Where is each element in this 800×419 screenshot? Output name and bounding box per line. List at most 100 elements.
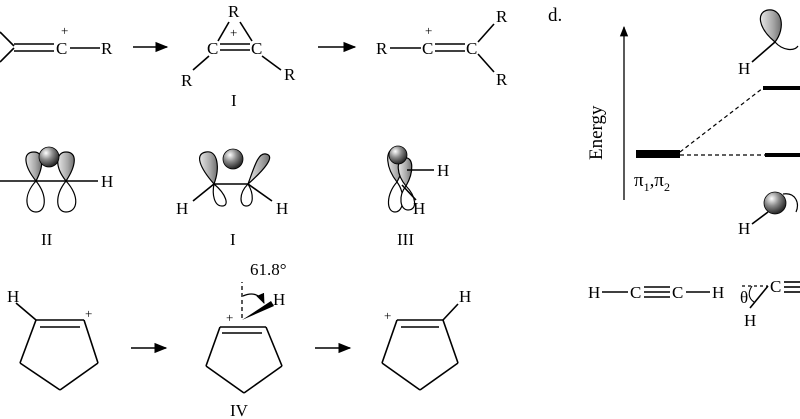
plus-charge: +: [425, 23, 432, 38]
p-orbital-lobe: [57, 151, 75, 183]
atom-r: R: [376, 39, 388, 58]
p-orbital-lobe: [57, 180, 77, 213]
bond: [381, 362, 421, 391]
bond: [419, 362, 459, 391]
atom-h: H: [738, 219, 750, 238]
atom-h: H: [738, 59, 750, 78]
atom-c: C: [56, 39, 67, 58]
cyclopentenyl-cation-iv: 61.8° H + IV: [205, 260, 287, 419]
bond: [239, 21, 253, 42]
bond: [442, 319, 459, 364]
p-orbital-lobe: [247, 153, 271, 185]
bond: [261, 55, 282, 71]
bond: [749, 285, 769, 309]
plus-charge: +: [230, 25, 237, 40]
panel-d-energy-diagram: d. Energy π1,π2 H H H C C H θ: [548, 5, 800, 330]
plus-charge: +: [61, 23, 68, 38]
cyclopentenyl-cation-product: + H: [381, 287, 471, 391]
orbital-structure-i: H H I: [176, 148, 288, 249]
atom-c: C: [770, 277, 781, 296]
plus-charge: +: [226, 310, 233, 325]
p-orbital-lobe: [774, 41, 799, 51]
bond: [401, 184, 417, 201]
correlation-line: [679, 87, 764, 153]
bond: [265, 326, 283, 367]
atom-r: R: [496, 7, 508, 26]
atom-r: R: [101, 39, 113, 58]
panel-label: d.: [548, 5, 562, 26]
bond: [381, 319, 398, 364]
atom-h: H: [588, 283, 600, 302]
bond: [0, 31, 15, 47]
atom-h: H: [273, 290, 285, 309]
atom-h: H: [413, 199, 425, 218]
orbital-structure-ii: H II: [0, 146, 113, 249]
angle-label: 61.8°: [250, 260, 287, 279]
atom-c: C: [422, 39, 433, 58]
p-orbital-lobe: [759, 9, 782, 43]
atom-r: R: [496, 70, 508, 89]
bond: [477, 53, 495, 73]
bond: [83, 319, 99, 364]
atom-c: C: [466, 39, 477, 58]
atom-h: H: [437, 161, 449, 180]
atom-c: C: [251, 39, 262, 58]
atom-h: H: [276, 199, 288, 218]
p-orbital-lobe: [782, 193, 799, 213]
bond: [205, 326, 221, 367]
plus-charge: +: [85, 306, 92, 321]
atom-r: R: [228, 2, 240, 21]
p-orbital-lobe: [212, 182, 227, 207]
reaction-vinyl-cation: C + R R + C C R R I R C + C R R: [0, 2, 508, 110]
atom-c: C: [630, 283, 641, 302]
bond: [751, 41, 776, 63]
s-orbital-ball: [222, 148, 244, 170]
label-i: I: [230, 230, 236, 249]
bond: [15, 302, 37, 321]
p-orbital-lobe: [198, 151, 218, 186]
plus-charge: +: [384, 308, 391, 323]
atom-r: R: [284, 65, 296, 84]
bond: [59, 362, 99, 391]
s-orbital-ball: [38, 146, 60, 168]
bond: [19, 319, 37, 364]
bond: [192, 183, 215, 202]
label-iii: III: [397, 230, 414, 249]
bond: [0, 47, 15, 63]
label-i: I: [231, 91, 237, 110]
atom-h: H: [712, 283, 724, 302]
angle-arc-arrow: [242, 292, 265, 304]
bond: [217, 21, 230, 42]
bond: [247, 183, 273, 202]
bond: [19, 362, 61, 391]
angle-arc: [748, 285, 755, 303]
label-ii: II: [41, 230, 53, 249]
atom-h: H: [459, 287, 471, 306]
wedge-bond: [242, 301, 274, 320]
s-orbital-ball: [763, 191, 787, 215]
label-iv: IV: [230, 401, 249, 419]
bond: [243, 365, 283, 394]
bond: [477, 23, 495, 43]
atom-h: H: [744, 311, 756, 330]
atom-c: C: [207, 39, 218, 58]
bond: [205, 365, 245, 394]
bond: [442, 303, 459, 321]
orbital-structure-iii: H H III: [387, 145, 449, 249]
s-orbital-ball: [388, 145, 408, 165]
atom-c: C: [672, 283, 683, 302]
atom-h: H: [7, 287, 19, 306]
energy-axis-label: Energy: [586, 105, 607, 160]
p-orbital-lobe: [25, 151, 43, 183]
atom-r: R: [181, 71, 193, 90]
cyclopentenyl-cation: H +: [7, 287, 99, 391]
bond: [192, 55, 210, 71]
atom-h: H: [176, 199, 188, 218]
atom-h: H: [101, 172, 113, 191]
level-label: π1,π2: [634, 170, 670, 194]
p-orbital-lobe: [240, 183, 253, 207]
theta-label: θ: [740, 288, 748, 307]
p-orbital-lobe: [26, 180, 45, 213]
bond: [751, 211, 769, 225]
